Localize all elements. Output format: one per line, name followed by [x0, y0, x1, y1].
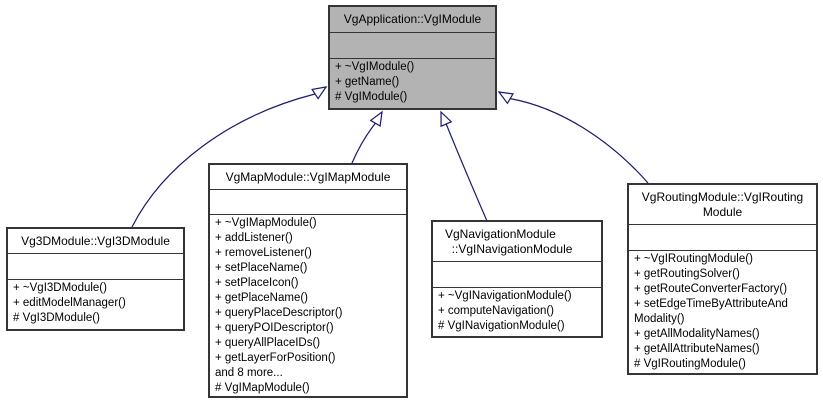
text-line: Modality(): [634, 313, 685, 325]
text-line: + getRouteConverterFactory(): [634, 283, 788, 295]
text-line: + removeListener(): [215, 247, 312, 259]
text-line: + getLayerForPosition(): [215, 352, 336, 364]
text-line: + setPlaceIcon(): [215, 277, 299, 289]
text-line: VgApplication::VgIModule: [343, 12, 482, 26]
hollow-triangle-arrowhead: [311, 86, 328, 100]
text-line: + queryPOIDescriptor(): [215, 322, 334, 334]
text-line: + ~VgIRoutingModule(): [634, 253, 753, 265]
class-node-vgnavigationmodule-vginavigationmodule[interactable]: VgNavigationModule ::VgINavigationModule…: [431, 220, 603, 338]
attributes-compartment: [210, 190, 406, 215]
text-line: + setPlaceName(): [215, 262, 308, 274]
attributes-compartment: [8, 254, 183, 280]
text-line: Vg3DModule::VgI3DModule: [21, 233, 170, 248]
text-line: + ~VgINavigationModule(): [438, 290, 572, 302]
text-line: VgMapModule::VgIMapModule: [225, 169, 391, 184]
text-line: # VgIModule(): [335, 91, 408, 103]
text-line: + ~VgI3DModule(): [13, 282, 107, 294]
text-line: + getAllAttributeNames(): [634, 343, 760, 355]
attributes-compartment: [629, 225, 816, 251]
class-node-vgapplication-vgimodule[interactable]: VgApplication::VgIModule + ~VgIModule()+…: [328, 5, 497, 110]
attributes-compartment: [433, 262, 601, 288]
text-line: + getName(): [335, 76, 400, 88]
text-line: + queryAllPlaceIDs(): [215, 337, 321, 349]
text-line: + queryPlaceDescriptor(): [215, 307, 343, 319]
attributes-compartment: [330, 33, 495, 59]
hollow-triangle-arrowhead: [440, 110, 453, 128]
text-line: # VgIMapModule(): [215, 382, 310, 394]
text-line: ::VgINavigationModule: [445, 241, 573, 256]
text-line: + ~VgIModule(): [335, 61, 415, 73]
text-line: + getRoutingSolver(): [634, 268, 740, 280]
text-line: Module: [702, 204, 743, 219]
text-line: and 8 more...: [215, 367, 283, 379]
text-line: + getPlaceName(): [215, 292, 308, 304]
text-line: + editModelManager(): [13, 297, 126, 309]
methods-compartment: + ~VgIMapModule() + addListener() + remove…: [210, 215, 406, 396]
text-line: + setEdgeTimeByAttributeAnd: [634, 298, 788, 310]
inheritance-arrow-navigation-to-base: [440, 110, 488, 222]
class-node-vgmapmodule-vgimapmodule[interactable]: VgMapModule::VgIMapModule + ~VgIMapModul…: [208, 163, 408, 398]
text-line: # VgI3DModule(): [13, 312, 100, 324]
methods-compartment: + ~VgIModule() + getName() # VgIModule(): [330, 59, 495, 108]
text-line: # VgIRoutingModule(): [634, 358, 746, 370]
text-line: + ~VgIMapModule(): [215, 217, 317, 229]
class-node-vg3dmodule-vgi3dmodule[interactable]: Vg3DModule::VgI3DModule + ~VgI3DModule()…: [6, 227, 185, 331]
class-title: VgNavigationModule ::VgINavigationModule: [433, 222, 601, 262]
methods-compartment: + ~VgINavigationModule() + computeNavigat…: [433, 288, 601, 336]
class-title: VgMapModule::VgIMapModule: [210, 165, 406, 190]
text-line: + computeNavigation(): [438, 305, 555, 317]
text-line: + addListener(): [215, 232, 293, 244]
text-line: VgNavigationModule: [445, 226, 556, 241]
methods-compartment: + ~VgI3DModule() + editModelManager() # Vg…: [8, 280, 183, 329]
methods-compartment: + ~VgIRoutingModule() + getRoutingSolver(…: [629, 251, 816, 373]
hollow-triangle-arrowhead: [497, 91, 514, 105]
class-title: Vg3DModule::VgI3DModule: [8, 229, 183, 254]
inheritance-arrow-map-to-base: [351, 110, 383, 164]
text-line: # VgINavigationModule(): [438, 320, 565, 332]
inheritance-arrow-routing-to-base: [497, 91, 649, 184]
hollow-triangle-arrowhead: [369, 110, 383, 127]
text-line: + getAllModalityNames(): [634, 328, 760, 340]
text-line: VgRoutingModule::VgIRouting: [641, 189, 804, 204]
class-title: VgApplication::VgIModule: [330, 7, 495, 33]
